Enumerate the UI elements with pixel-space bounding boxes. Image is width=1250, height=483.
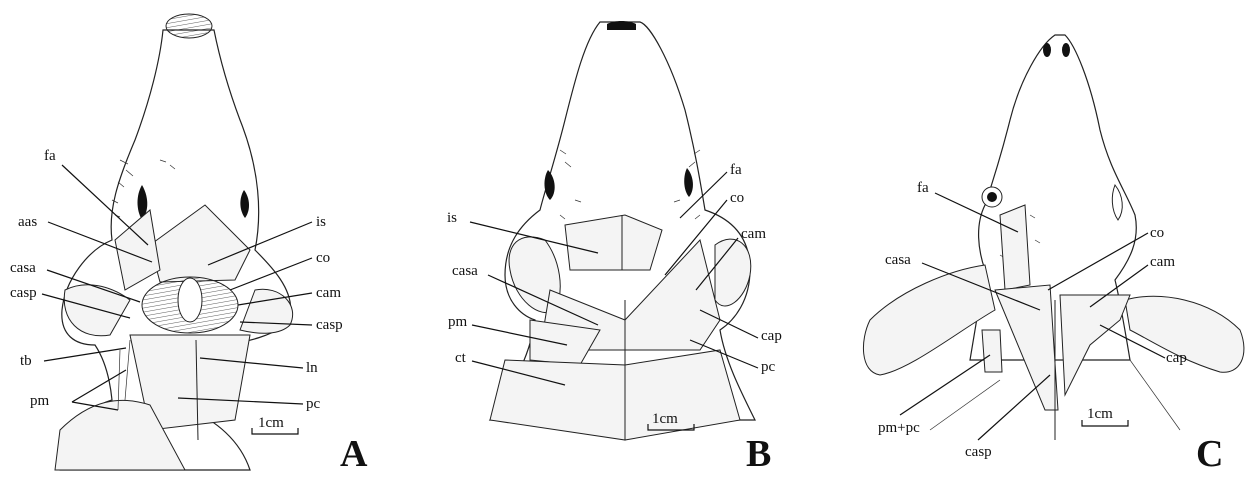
- panel-c: fa casa pm+pc casp co cam cap 1cm C: [863, 35, 1243, 475]
- label-ct-b: ct: [455, 350, 467, 366]
- label-tb-a: tb: [20, 353, 32, 369]
- label-casa-a: casa: [10, 260, 36, 276]
- panel-b-drawing: [490, 21, 755, 440]
- label-fa-b: fa: [730, 162, 742, 178]
- label-casp-a-right: casp: [316, 317, 343, 333]
- label-cam-b: cam: [741, 226, 766, 242]
- label-is-a: is: [316, 214, 326, 230]
- label-pm-a: pm: [30, 393, 50, 409]
- label-pc-b: pc: [761, 359, 776, 375]
- label-is-b: is: [447, 210, 457, 226]
- label-pm-pc-c: pm+pc: [878, 420, 920, 436]
- label-casp-c: casp: [965, 444, 992, 460]
- label-co-a: co: [316, 250, 330, 266]
- panel-letter-c: C: [1196, 433, 1223, 475]
- label-fa-c: fa: [917, 180, 929, 196]
- label-pc-a: pc: [306, 396, 321, 412]
- scale-label-a: 1cm: [258, 415, 284, 431]
- panel-a: fa aas casa casp tb pm is co cam casp ln…: [10, 14, 368, 475]
- label-ln-a: ln: [306, 360, 318, 376]
- panel-c-drawing: [863, 35, 1243, 440]
- label-cap-b: cap: [761, 328, 782, 344]
- label-fa-a: fa: [44, 148, 56, 164]
- label-cap-c: cap: [1166, 350, 1187, 366]
- panel-b: is casa pm ct fa co cam cap pc 1cm B: [447, 21, 782, 475]
- label-casa-b: casa: [452, 263, 478, 279]
- label-co-b: co: [730, 190, 744, 206]
- label-casp-a-left: casp: [10, 285, 37, 301]
- label-pm-b: pm: [448, 314, 468, 330]
- label-aas-a: aas: [18, 214, 37, 230]
- scale-label-b: 1cm: [652, 411, 678, 427]
- scale-label-c: 1cm: [1087, 406, 1113, 422]
- panel-letter-a: A: [340, 433, 368, 475]
- label-cam-a: cam: [316, 285, 341, 301]
- label-cam-c: cam: [1150, 254, 1175, 270]
- label-casa-c: casa: [885, 252, 911, 268]
- panel-letter-b: B: [746, 433, 771, 475]
- label-co-c: co: [1150, 225, 1164, 241]
